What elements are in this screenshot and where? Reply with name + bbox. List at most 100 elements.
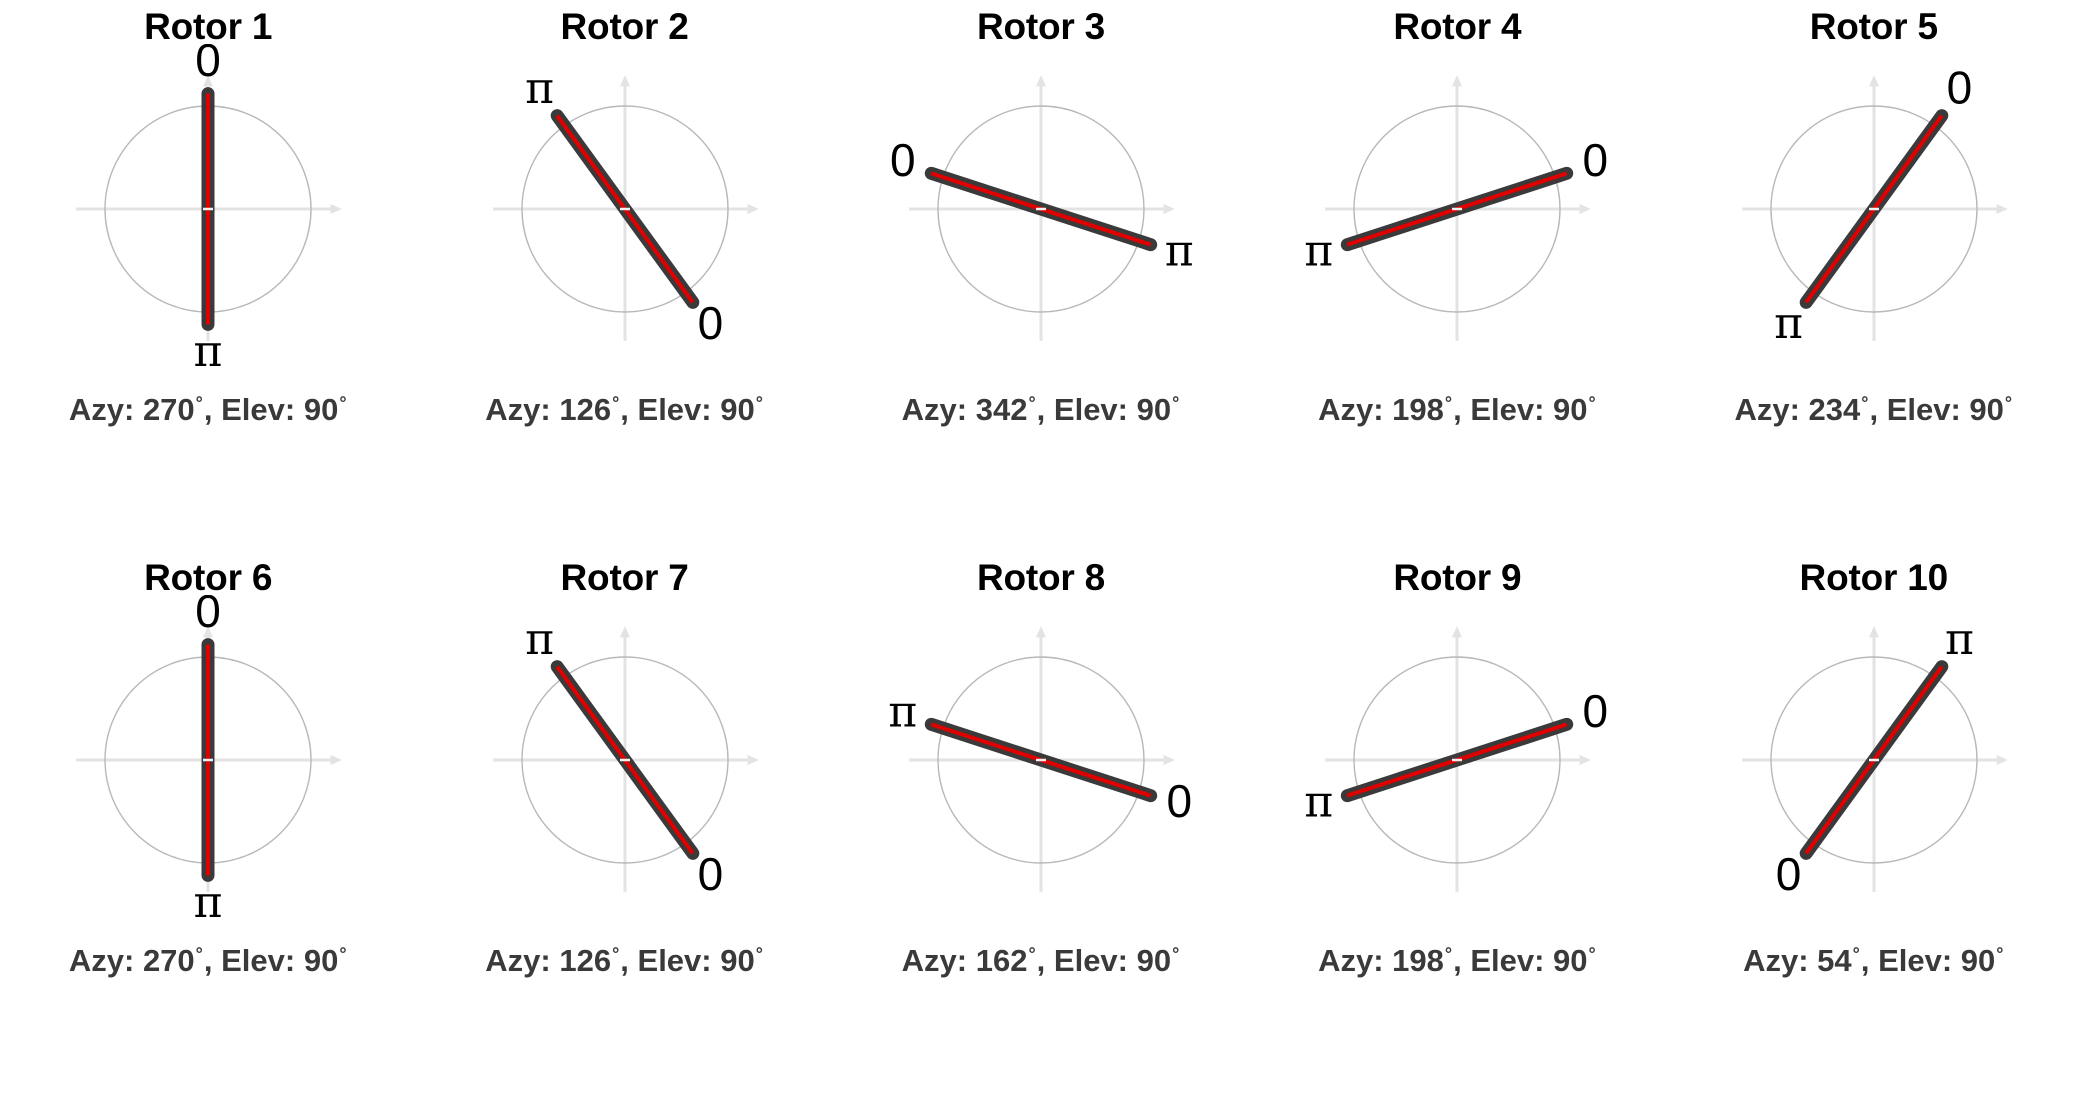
azimuth-value: 198 bbox=[1392, 943, 1444, 978]
zero-end-label: 0 bbox=[195, 44, 221, 86]
degree-symbol: ° bbox=[612, 943, 620, 964]
y-axis-arrow-icon bbox=[619, 626, 630, 638]
x-axis-arrow-icon bbox=[747, 204, 759, 214]
panel-title: Rotor 5 bbox=[1809, 6, 1938, 47]
zero-end-label: 0 bbox=[1776, 848, 1802, 900]
degree-symbol: ° bbox=[195, 392, 203, 413]
rotor-angle-caption: Azy: 342°, Elev: 90° bbox=[833, 392, 1249, 428]
degree-symbol: ° bbox=[1172, 392, 1180, 413]
pi-end-label: π bbox=[1305, 776, 1334, 827]
degree-symbol: ° bbox=[1444, 392, 1453, 413]
elevation-prefix: Elev: bbox=[1053, 392, 1137, 427]
elevation-prefix: Elev: bbox=[1878, 943, 1961, 978]
elevation-value: 90 bbox=[1969, 392, 2004, 427]
degree-symbol: ° bbox=[1996, 943, 2004, 964]
y-axis-arrow-icon bbox=[1868, 626, 1879, 638]
panel-title: Rotor 4 bbox=[1393, 6, 1522, 47]
rotor-angle-caption: Azy: 198°, Elev: 90° bbox=[1249, 943, 1665, 979]
rotor-angle-caption: Azy: 126°, Elev: 90° bbox=[416, 943, 832, 979]
degree-symbol: ° bbox=[1588, 943, 1596, 964]
degree-symbol: ° bbox=[195, 943, 203, 964]
elevation-prefix: Elev: bbox=[1470, 943, 1554, 978]
elevation-prefix: Elev: bbox=[1470, 392, 1554, 427]
caption-separator: , bbox=[1036, 943, 1054, 978]
y-axis-arrow-icon bbox=[1452, 626, 1463, 638]
rotor-angle-caption: Azy: 234°, Elev: 90° bbox=[1666, 392, 2082, 428]
caption-separator: , bbox=[620, 943, 638, 978]
zero-end-label: 0 bbox=[1946, 62, 1972, 114]
x-axis-arrow-icon bbox=[1163, 755, 1175, 765]
elevation-prefix: Elev: bbox=[221, 392, 304, 427]
panel-title: Rotor 9 bbox=[1393, 557, 1522, 598]
pi-end-label: π bbox=[1305, 225, 1334, 276]
azimuth-value: 126 bbox=[559, 392, 612, 427]
zero-end-label: 0 bbox=[195, 595, 221, 637]
elevation-prefix: Elev: bbox=[637, 392, 721, 427]
caption-separator: , bbox=[203, 943, 222, 978]
pi-end-label: π bbox=[888, 687, 917, 738]
y-axis-arrow-icon bbox=[203, 626, 214, 638]
elevation-value: 90 bbox=[1553, 943, 1588, 978]
degree-symbol: ° bbox=[612, 392, 620, 413]
azimuth-prefix: Azy: bbox=[1743, 943, 1818, 978]
degree-symbol: ° bbox=[755, 392, 763, 413]
degree-symbol: ° bbox=[1861, 392, 1869, 413]
azimuth-prefix: Azy: bbox=[1318, 943, 1393, 978]
panel-title: Rotor 3 bbox=[976, 6, 1106, 47]
elevation-value: 90 bbox=[720, 943, 755, 978]
unit-circle bbox=[1770, 105, 1978, 313]
panel-title: Rotor 8 bbox=[976, 557, 1106, 598]
unit-circle bbox=[520, 105, 729, 313]
elevation-value: 90 bbox=[303, 392, 339, 427]
rotor-angle-caption: Azy: 126°, Elev: 90° bbox=[416, 392, 832, 428]
rotor-angle-caption: Azy: 270°, Elev: 90° bbox=[0, 943, 416, 979]
elevation-value: 90 bbox=[1553, 392, 1588, 427]
azimuth-value: 342 bbox=[975, 392, 1028, 427]
azimuth-value: 234 bbox=[1808, 392, 1861, 427]
unit-circle bbox=[520, 656, 729, 864]
pi-end-label: π bbox=[1165, 225, 1194, 276]
zero-end-label: 0 bbox=[1583, 134, 1609, 186]
caption-separator: , bbox=[1869, 392, 1887, 427]
unit-circle bbox=[937, 656, 1145, 864]
elevation-prefix: Elev: bbox=[1886, 392, 1970, 427]
rotor-angle-caption: Azy: 54°, Elev: 90° bbox=[1666, 943, 2082, 979]
y-axis-arrow-icon bbox=[1035, 75, 1046, 87]
azimuth-value: 270 bbox=[142, 392, 195, 427]
degree-symbol: ° bbox=[1028, 392, 1036, 413]
azimuth-value: 270 bbox=[142, 943, 195, 978]
pi-end-label: π bbox=[194, 877, 223, 925]
caption-separator: , bbox=[1860, 943, 1879, 978]
x-axis-arrow-icon bbox=[1579, 755, 1592, 765]
rotor-angle-caption: Azy: 270°, Elev: 90° bbox=[0, 392, 416, 428]
elevation-value: 90 bbox=[1960, 943, 1996, 978]
elevation-value: 90 bbox=[720, 392, 755, 427]
panel-title: Rotor 7 bbox=[560, 557, 689, 598]
panel-title: Rotor 10 bbox=[1799, 557, 1949, 598]
degree-symbol: ° bbox=[1172, 943, 1180, 964]
azimuth-prefix: Azy: bbox=[901, 943, 976, 978]
elevation-value: 90 bbox=[1136, 392, 1172, 427]
unit-circle bbox=[1353, 105, 1562, 313]
unit-circle bbox=[937, 105, 1145, 313]
zero-end-label: 0 bbox=[697, 848, 723, 900]
degree-symbol: ° bbox=[339, 943, 347, 964]
rotor-angle-caption: Azy: 198°, Elev: 90° bbox=[1249, 392, 1665, 428]
azimuth-value: 162 bbox=[975, 943, 1028, 978]
x-axis-arrow-icon bbox=[1163, 204, 1175, 214]
caption-separator: , bbox=[203, 392, 222, 427]
